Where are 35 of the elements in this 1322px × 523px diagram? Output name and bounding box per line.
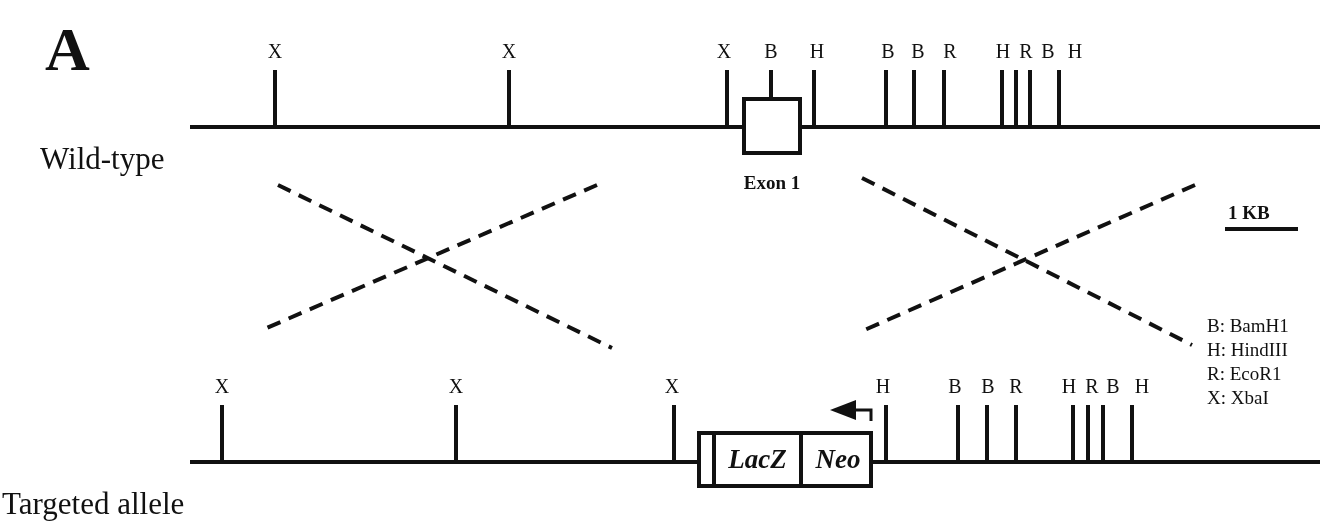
site-letter: B [881,41,895,61]
panel-letter: A [45,18,90,80]
site-letter: R [1085,376,1099,396]
site-letter: R [943,41,957,61]
site-letter: X [214,376,230,396]
site-letter: X [501,41,517,61]
scale-label: 1 KB [1228,203,1270,222]
site-letter: H [995,41,1011,61]
targeting-cassette [697,431,873,488]
site-letter: H [809,41,825,61]
site-letter: H [1134,376,1150,396]
site-letter: B [981,376,995,396]
site-letter: H [1067,41,1083,61]
site-letter: H [875,376,891,396]
legend-text: H: HindIII [1207,340,1288,359]
exon-label: Exon 1 [743,173,801,192]
legend-text: R: EcoR1 [1207,364,1282,383]
site-letter: B [911,41,925,61]
legend-text: B: BamH1 [1207,316,1289,335]
gene-segment: LacZ [712,435,799,484]
site-letter: B [1041,41,1055,61]
site-letter: B [948,376,962,396]
site-letter: R [1019,41,1033,61]
site-letter: X [664,376,680,396]
allele-label: Wild-type [40,143,165,174]
site-letter: R [1009,376,1023,396]
allele-label: Targeted allele [2,488,185,519]
site-letter: B [764,41,778,61]
gene-segment: Neo [799,435,873,484]
site-letter: X [448,376,464,396]
site-letter: X [267,41,283,61]
site-letter: H [1061,376,1077,396]
site-letter: X [716,41,732,61]
legend-text: X: XbaI [1207,388,1269,407]
site-letter: B [1106,376,1120,396]
